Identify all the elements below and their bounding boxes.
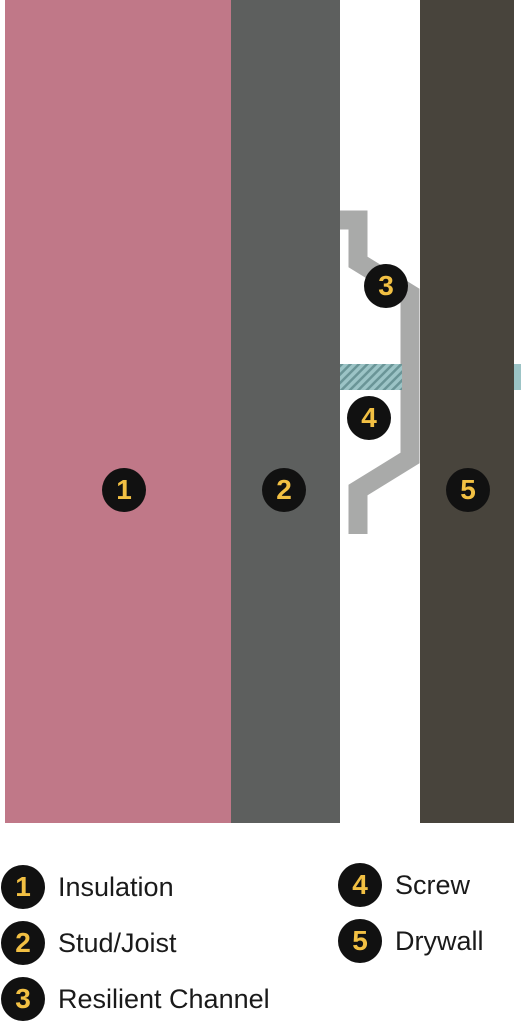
marker-insulation: 1 <box>102 468 146 512</box>
legend-label: Insulation <box>58 872 174 902</box>
resilient-channel <box>340 210 420 534</box>
marker-stud: 2 <box>262 468 306 512</box>
legend-label: Resilient Channel <box>58 984 270 1014</box>
legend-badge: 3 <box>1 977 45 1021</box>
insulation-layer <box>5 0 231 823</box>
screw-shaft <box>340 364 402 390</box>
marker-drywall: 5 <box>446 468 490 512</box>
legend-badge: 5 <box>338 919 382 963</box>
marker-channel: 3 <box>364 264 408 308</box>
marker-screw: 4 <box>347 396 391 440</box>
legend-label: Stud/Joist <box>58 928 177 958</box>
legend-label: Screw <box>395 870 471 900</box>
drywall-layer <box>420 0 514 823</box>
stud-joist-layer <box>231 0 340 823</box>
legend-badge: 2 <box>1 921 45 965</box>
legend-badge: 1 <box>1 865 45 909</box>
channel-and-screw-graphic <box>340 210 521 534</box>
legend-badge: 4 <box>338 863 382 907</box>
wall-section-diagram: 3 4 1 2 5 <box>5 0 521 823</box>
legend-label: Drywall <box>395 926 484 956</box>
screw-tip <box>514 364 521 390</box>
